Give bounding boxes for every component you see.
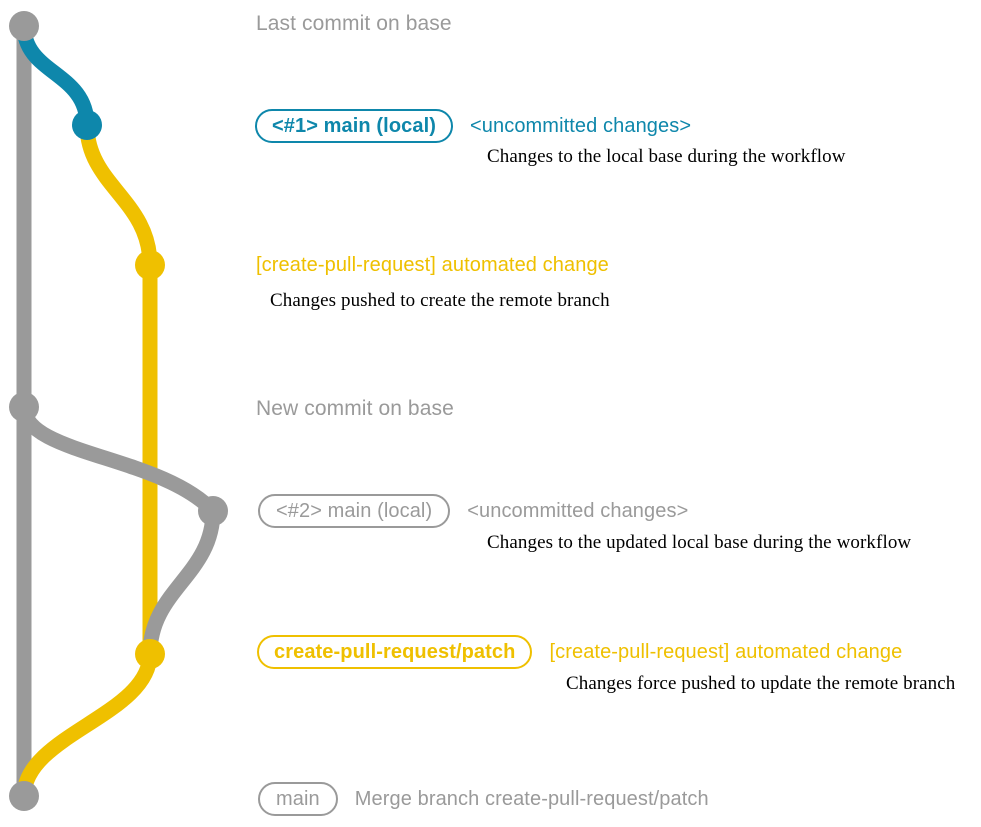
commit-dot-local-main-1[interactable] (72, 110, 102, 140)
explain-cpr-automated-1: Changes pushed to create the remote bran… (270, 290, 610, 311)
commit-dot-base-last-commit[interactable] (9, 11, 39, 41)
commit-dot-base-new-commit[interactable] (9, 392, 39, 422)
commit-subject-local-main-2: <uncommitted changes> (467, 499, 689, 522)
explain-cpr-patch: Changes force pushed to update the remot… (566, 673, 956, 694)
ref-pill-cpr-patch[interactable]: create-pull-request/patch (257, 635, 533, 669)
commit-subject-cpr-patch: [create-pull-request] automated change (549, 640, 903, 663)
ref-pill-local-main-1[interactable]: <#1> main (local) (255, 109, 453, 143)
commit-dot-local-main-2[interactable] (198, 496, 228, 526)
branch-line-yellow-merge (16, 646, 158, 804)
commit-dot-cpr-patch[interactable] (135, 639, 165, 669)
explain-local-main-1: Changes to the local base during the wor… (487, 146, 846, 167)
label-last-commit-on-base: Last commit on base (256, 12, 452, 35)
explain-local-main-2: Changes to the updated local base during… (487, 532, 912, 553)
commit-dots (9, 11, 228, 811)
commit-dot-cpr-automated-1[interactable] (135, 250, 165, 280)
ref-pill-local-main-2[interactable]: <#2> main (local) (258, 494, 451, 528)
branch-line-yellow-upper (79, 117, 158, 273)
branch-line-grey-to-local-main-2 (16, 399, 221, 519)
commit-subject-local-main-1: <uncommitted changes> (470, 114, 692, 137)
branch-line-grey-to-cpr-patch (142, 503, 221, 662)
label-new-commit-on-base: New commit on base (256, 397, 454, 420)
entry-local-main-1: <#1> main (local) <uncommitted changes> (255, 109, 691, 143)
commit-subject-cpr-automated-1: [create-pull-request] automated change (256, 254, 609, 276)
entry-cpr-patch: create-pull-request/patch [create-pull-r… (257, 635, 902, 669)
commit-dot-merge[interactable] (9, 781, 39, 811)
ref-pill-main[interactable]: main (258, 782, 338, 816)
entry-local-main-2: <#2> main (local) <uncommitted changes> (258, 494, 688, 528)
commit-subject-merge: Merge branch create-pull-request/patch (354, 787, 709, 810)
entry-merge-commit: main Merge branch create-pull-request/pa… (258, 782, 709, 816)
